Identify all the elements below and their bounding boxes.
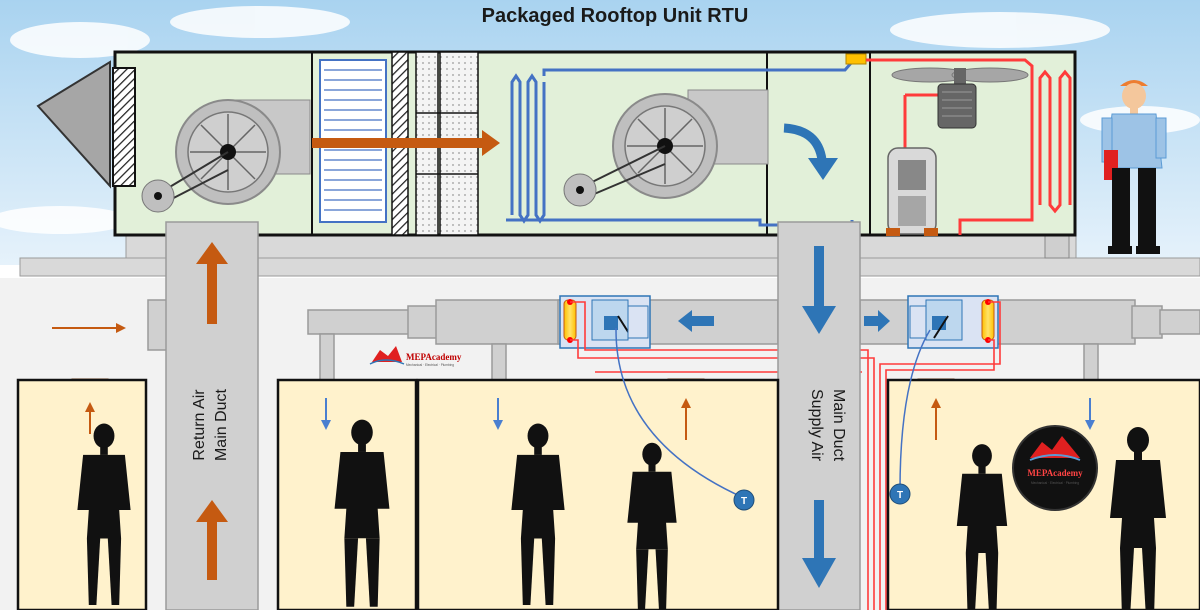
damper-blades <box>324 69 382 211</box>
rtu-leg-right <box>1044 235 1070 259</box>
supply-turn-arrow <box>783 123 827 161</box>
supply-duct-label-line2: Main Duct <box>830 389 847 462</box>
rtu-base-rail <box>125 235 1077 259</box>
room-3 <box>416 378 780 610</box>
outside-air-hood <box>36 60 111 189</box>
clouds <box>0 6 1200 234</box>
mixed-air-arrow <box>312 130 500 156</box>
technician <box>1101 80 1167 254</box>
diagram-title: Packaged Rooftop Unit RTU <box>482 5 749 27</box>
thermostat-wire-right <box>899 329 931 491</box>
compressor <box>886 147 938 236</box>
logo-round-brand: MEPAcademy <box>1027 468 1083 478</box>
return-duct-label-line2: Main Duct <box>213 388 230 461</box>
logo-small-tagline: Mechanical · Electrical · Plumbing <box>406 363 454 367</box>
thermostat-right: T <box>889 483 911 505</box>
supply-turn-arrowhead <box>808 158 838 180</box>
supply-duct-arrows <box>802 246 836 588</box>
return-duct-arrows <box>196 242 228 580</box>
room-supply-arrows <box>321 398 1095 430</box>
supply-fan <box>563 89 769 207</box>
logo-small-brand: MEPAcademy <box>406 352 462 362</box>
expansion-valve <box>845 53 867 65</box>
condenser-coil <box>870 58 1072 235</box>
rooftop-unit <box>36 50 1077 259</box>
vav-box-right <box>907 295 999 349</box>
outside-air-damper <box>112 67 136 187</box>
thermostat-left-label: T <box>741 496 747 507</box>
branch-flow-arrows <box>678 310 890 332</box>
return-duct-label-line1: Return Air <box>191 389 208 461</box>
condenser-fan <box>891 67 1029 129</box>
thermostat-left: T <box>733 489 755 511</box>
logo-round-tagline: Mechanical · Electrical · Plumbing <box>1031 481 1079 485</box>
room-return-arrows <box>85 398 941 440</box>
return-fan <box>141 99 311 213</box>
supply-duct-label-line1: Supply Air <box>808 389 825 462</box>
logo-round: MEPAcademy Mechanical · Electrical · Plu… <box>1012 425 1098 511</box>
logo-small: MEPAcademy Mechanical · Electrical · Plu… <box>369 346 462 367</box>
thermostat-right-label: T <box>897 490 903 501</box>
thermostat-wire-left <box>615 327 745 499</box>
